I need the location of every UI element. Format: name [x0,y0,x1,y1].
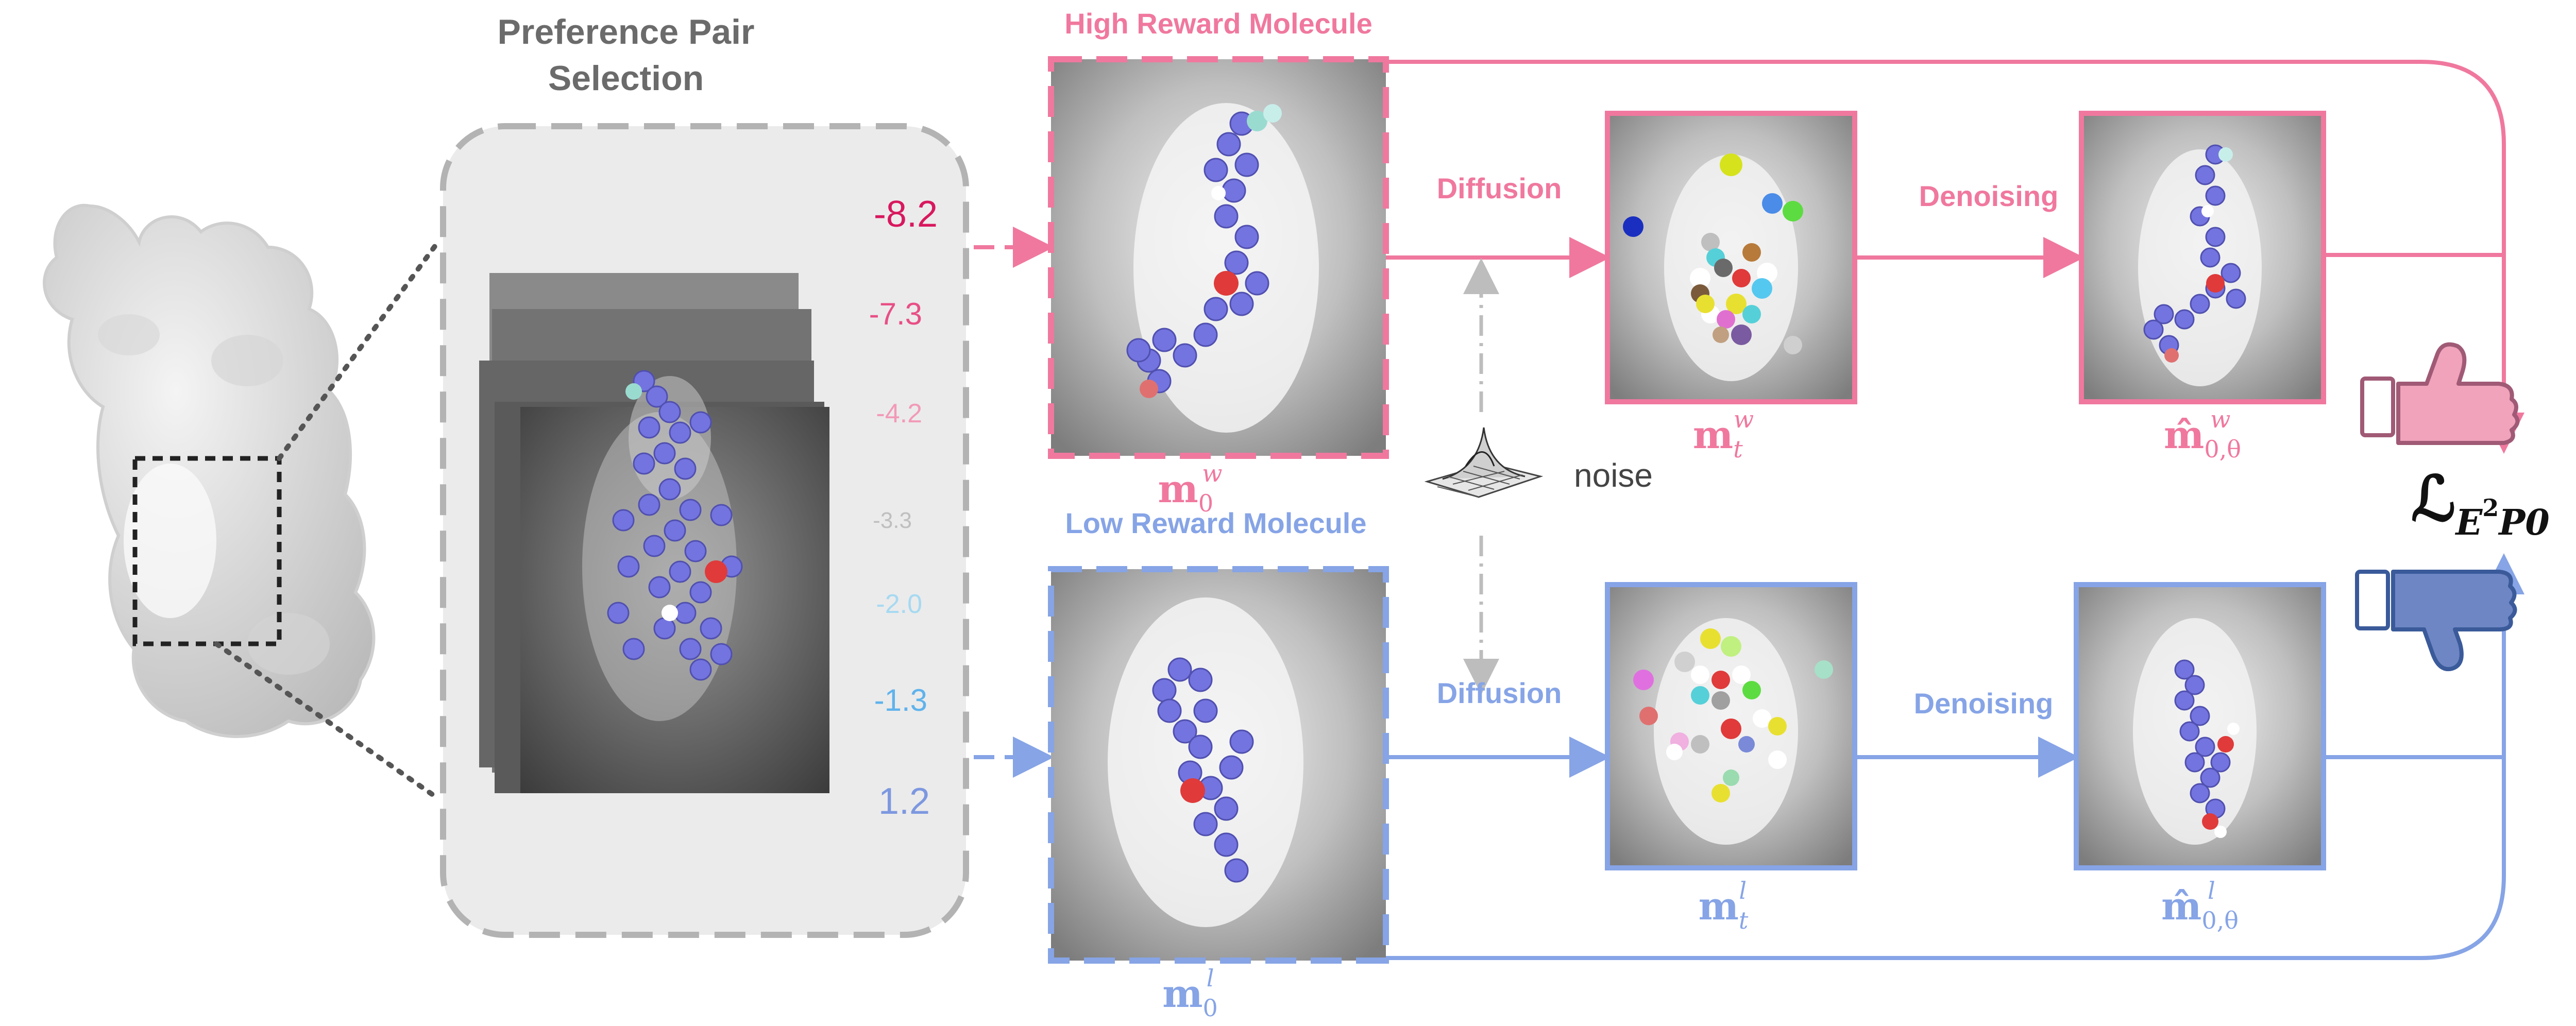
molecule-mtl [1605,582,1857,870]
label-mtl: mtl [1699,877,1749,934]
score-6: -1.3 [874,683,927,717]
noise-block: noise [1424,258,1653,695]
high-denoising-label: Denoising [1919,180,2059,212]
molecule-mhat-w [2079,111,2326,404]
score-5: -2.0 [876,589,922,619]
score-7: 1.2 [878,781,930,822]
arrow-m0w-bypass [1386,60,2506,258]
selection-title-line1: Preference Pair [498,12,755,52]
loss-label: ℒE2P0 [2411,463,2550,543]
high-reward-row: High Reward Molecule m0w Diffusion [974,7,2524,517]
thumbs-down-icon [2355,570,2517,672]
pocket-selection-box [132,456,282,646]
stacked-pocket-images [479,273,829,793]
molecule-mtw [1605,111,1857,404]
label-mtw: mtw [1693,405,1754,463]
low-reward-row: Low Reward Molecule m0l Diffusion [974,507,2524,1022]
score-1: -8.2 [874,194,938,235]
low-diffusion-label: Diffusion [1437,677,1562,709]
molecule-m0w [1048,56,1389,459]
label-mhat-l: m̂0,θl [2161,877,2239,934]
zoom-line-top [277,240,440,461]
molecule-mhat-l [2074,582,2326,870]
zoom-line-bottom [214,641,440,801]
thumbs-up-icon [2360,342,2520,445]
gaussian-noise-icon [1424,427,1544,498]
molecule-m0l [1048,566,1389,964]
high-diffusion-label: Diffusion [1437,172,1562,204]
label-m0w: m0w [1158,459,1223,517]
preference-pair-panel: Preference Pair Selection [440,12,969,938]
selection-title-line2: Selection [548,59,704,98]
low-reward-label: Low Reward Molecule [1065,507,1367,539]
arrow-m0l-bypass [1386,757,2506,960]
docking-scores: -8.2 -7.3 -4.2 -3.3 -2.0 -1.3 1.2 [869,194,938,822]
score-3: -4.2 [876,399,922,429]
high-reward-label: High Reward Molecule [1064,7,1372,40]
score-4: -3.3 [873,508,912,533]
protein-surface [43,203,440,801]
label-mhat-w: m̂0,θw [2164,405,2241,463]
noise-label: noise [1574,457,1653,494]
label-m0l: m0l [1162,964,1218,1022]
score-2: -7.3 [869,297,922,331]
low-denoising-label: Denoising [1914,687,2054,720]
